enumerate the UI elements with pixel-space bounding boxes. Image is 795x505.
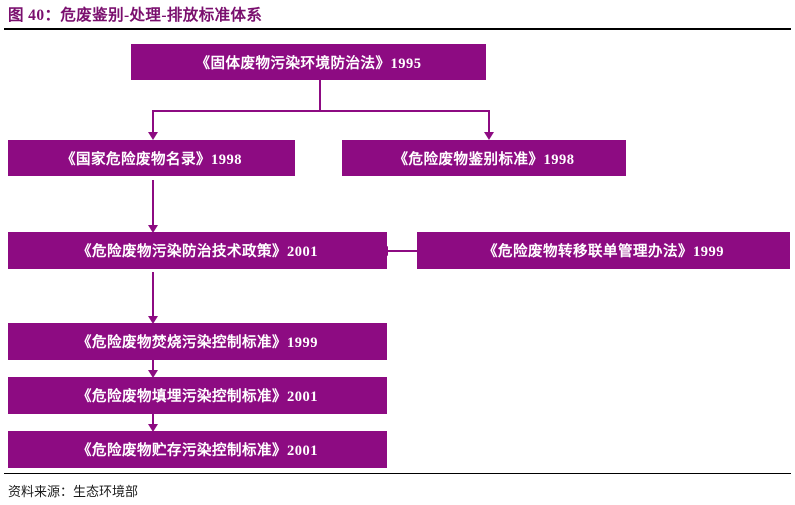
arrow-n2-to-n4 <box>148 225 158 233</box>
connector-n1-to-n2 <box>152 110 154 134</box>
title-divider <box>4 28 791 30</box>
connector-n1-stem <box>319 79 321 111</box>
connector-n6-to-n7 <box>152 360 154 374</box>
source-divider <box>4 473 791 474</box>
node-storage-standard[interactable]: 《危险废物贮存污染控制标准》2001 <box>8 431 387 468</box>
connector-n2-to-n4 <box>152 180 154 228</box>
node-incineration-standard[interactable]: 《危险废物焚烧污染控制标准》1999 <box>8 323 387 360</box>
source-note: 资料来源：生态环境部 <box>8 484 139 499</box>
node-pollution-control-technical-policy[interactable]: 《危险废物污染防治技术政策》2001 <box>8 232 387 269</box>
page-title: 图 40：危废鉴别-处理-排放标准体系 <box>8 7 263 24</box>
node-identification-standard[interactable]: 《危险废物鉴别标准》1998 <box>342 140 626 176</box>
arrow-n7-to-n8 <box>148 424 158 432</box>
arrow-n1-to-n3 <box>484 132 494 140</box>
connector-n7-to-n8 <box>152 414 154 428</box>
connector-n1-split <box>152 110 490 112</box>
arrow-n6-to-n7 <box>148 370 158 378</box>
arrow-n1-to-n2 <box>148 132 158 140</box>
arrow-n4-to-n6 <box>148 316 158 324</box>
connector-n4-to-n6 <box>152 272 154 320</box>
node-landfill-standard[interactable]: 《危险废物填埋污染控制标准》2001 <box>8 377 387 414</box>
connector-n5-to-n4 <box>388 250 418 252</box>
node-hazardous-waste-catalogue[interactable]: 《国家危险废物名录》1998 <box>8 140 295 176</box>
node-transfer-manifest-measures[interactable]: 《危险废物转移联单管理办法》1999 <box>417 232 790 269</box>
connector-n1-to-n3 <box>488 110 490 134</box>
node-solid-waste-law[interactable]: 《固体废物污染环境防治法》1995 <box>131 44 486 80</box>
